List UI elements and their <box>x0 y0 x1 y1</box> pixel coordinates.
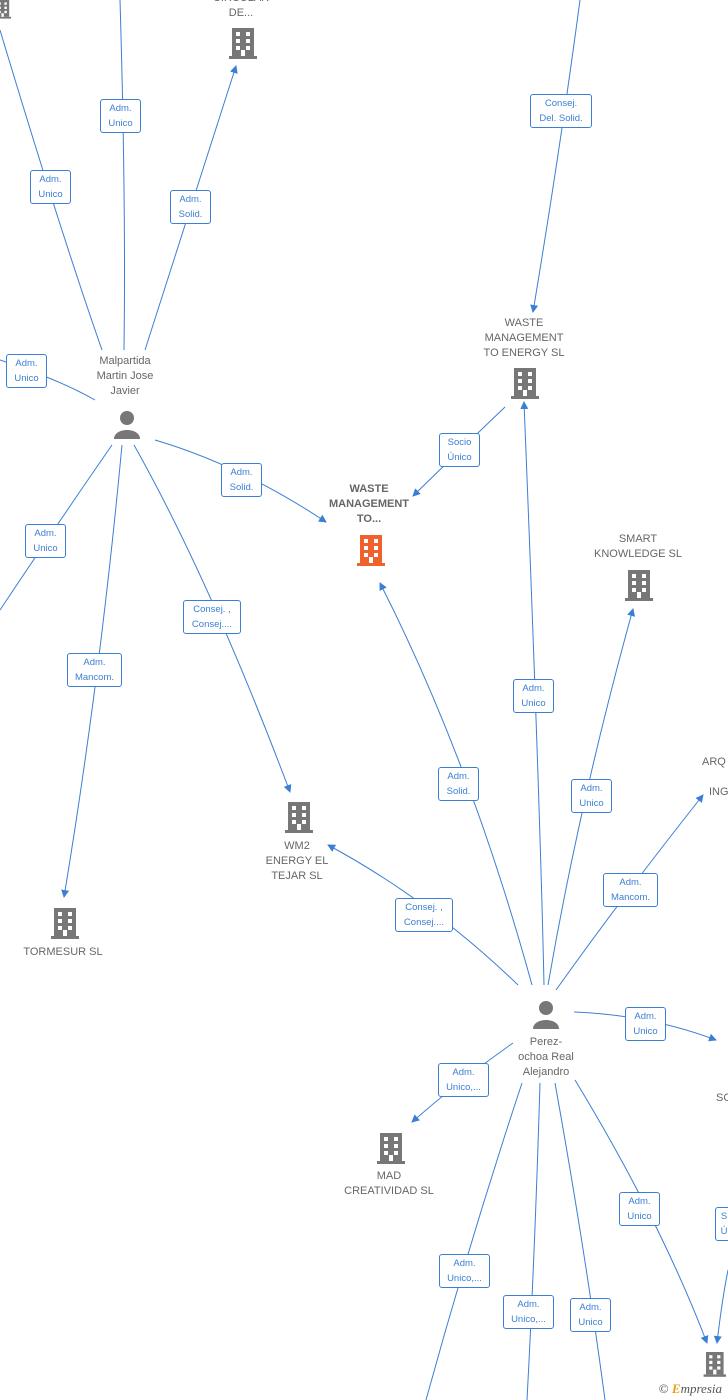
node-label-wm2[interactable]: WM2 ENERGY EL TEJAR SL <box>265 840 329 882</box>
edge-label[interactable]: Adm. Solid. <box>221 463 262 497</box>
edge-label[interactable]: Adm. Mancom. <box>67 653 122 687</box>
edge-label[interactable]: Adm. Solid. <box>438 767 479 801</box>
empresia-watermark: © Empresia <box>659 1381 722 1397</box>
edge-label[interactable]: Consej. , Consej.... <box>183 600 241 634</box>
edge-label[interactable]: Adm. Unico,... <box>438 1063 489 1097</box>
person-icon[interactable] <box>114 411 140 439</box>
building-icon[interactable] <box>0 0 12 19</box>
edge-label[interactable]: Adm. Unico <box>513 679 554 713</box>
edge-line <box>554 1082 606 1400</box>
node-label-malpartida[interactable]: Malpartida Martin Jose Javier <box>96 355 154 397</box>
node-label-wm-center[interactable]: WASTE MANAGEMENT TO... <box>328 483 410 525</box>
edge-line <box>425 1082 523 1400</box>
node-label-so[interactable]: SO <box>716 1092 728 1104</box>
building-icon[interactable] <box>377 1133 405 1164</box>
edge-label[interactable]: Adm. Mancom. <box>603 873 658 907</box>
edge-label[interactable]: Adm. Unico <box>625 1007 666 1041</box>
edge-line <box>0 444 113 611</box>
building-icon[interactable] <box>357 535 385 566</box>
edge-line <box>144 65 238 351</box>
edge-line <box>713 1269 728 1344</box>
node-label-perez[interactable]: Perez- ochoa Real Alejandro <box>518 1036 574 1078</box>
edge-label[interactable]: Adm. Unico <box>619 1192 660 1226</box>
edge-line <box>530 0 581 313</box>
person-icon[interactable] <box>533 1001 559 1029</box>
edge-label[interactable]: Socio Único <box>439 433 480 467</box>
node-label-ing[interactable]: ING <box>709 786 728 798</box>
edge-label[interactable]: Consej. , Consej.... <box>395 898 453 932</box>
node-label-circular[interactable]: CIRCULAR DE... <box>213 0 269 19</box>
edge-label[interactable]: Adm. Unico <box>571 779 612 813</box>
node-label-arq[interactable]: ARQ <box>702 756 726 768</box>
node-label-mad[interactable]: MAD CREATIVIDAD SL <box>344 1170 434 1197</box>
edge-line <box>526 1082 541 1400</box>
brand-name: mpresia <box>680 1381 722 1396</box>
building-icon[interactable] <box>229 28 257 59</box>
edge-label[interactable]: S Ú <box>715 1207 728 1241</box>
copyright-symbol: © <box>658 1381 669 1396</box>
edge-label[interactable]: Adm. Unico,... <box>439 1254 490 1288</box>
edge-label[interactable]: Adm. Unico <box>30 170 71 204</box>
node-label-smart[interactable]: SMART KNOWLEDGE SL <box>593 533 683 560</box>
edge-line <box>119 0 125 351</box>
brand-initial: E <box>671 1381 681 1396</box>
building-icon[interactable] <box>625 570 653 601</box>
edge-label[interactable]: Consej. Del. Solid. <box>530 94 592 128</box>
edge-line <box>0 29 103 351</box>
building-icon[interactable] <box>511 368 539 399</box>
edge-label[interactable]: Adm. Unico,... <box>503 1295 554 1329</box>
node-label-wm-energy-sl[interactable]: WASTE MANAGEMENT TO ENERGY SL <box>483 317 565 359</box>
node-label-tormesur[interactable]: TORMESUR SL <box>23 946 103 958</box>
edge-line <box>520 401 545 986</box>
edge-label[interactable]: Adm. Unico <box>100 99 141 133</box>
building-icon[interactable] <box>285 802 313 833</box>
building-icon[interactable] <box>703 1352 726 1377</box>
edge-label[interactable]: Adm. Unico <box>570 1298 611 1332</box>
edge-line <box>133 444 292 793</box>
building-icon[interactable] <box>51 908 79 939</box>
edge-label[interactable]: Adm. Solid. <box>170 190 211 224</box>
edge-label[interactable]: Adm. Unico <box>25 524 66 558</box>
edge-label[interactable]: Adm. Unico <box>6 354 47 388</box>
